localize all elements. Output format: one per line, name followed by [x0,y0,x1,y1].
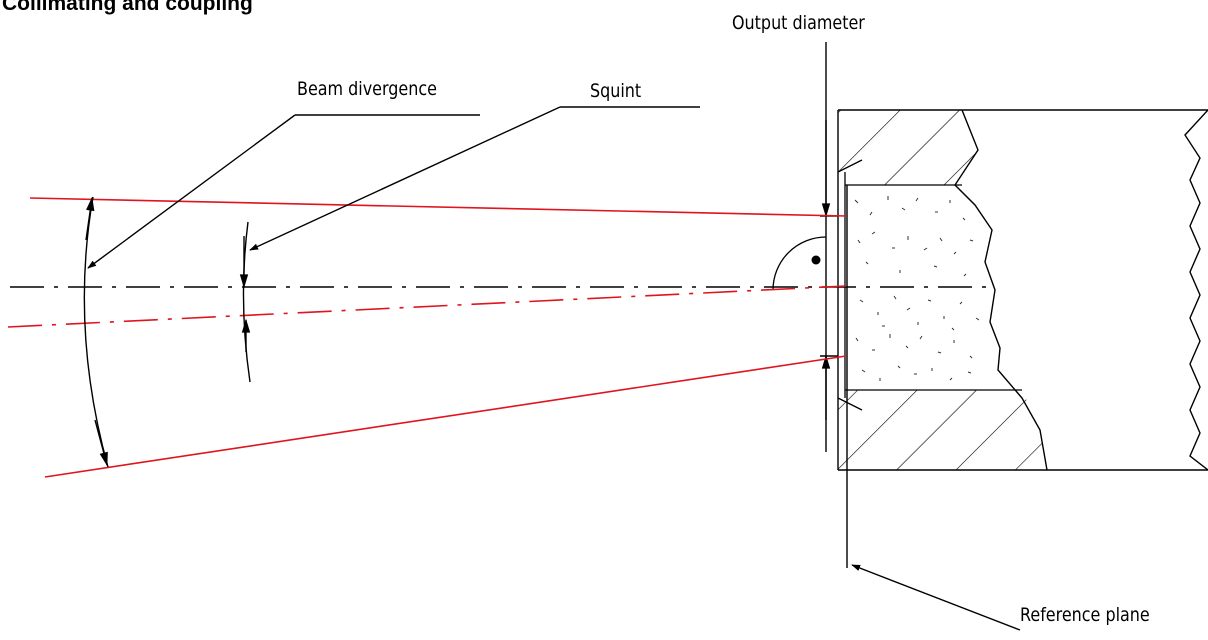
hatched-wall-bottom [838,390,1047,470]
hatched-wall-top [838,110,978,185]
beam-divergence-label: Beam divergence [297,78,437,100]
squint-arc [239,106,700,383]
core-stipple [854,196,980,381]
output-diameter-dimension [820,42,838,452]
beam-envelope [29,197,847,478]
squint-label: Squint [590,80,642,102]
diagram-title: Collimating and coupling [2,0,253,15]
fiber-core [837,159,1022,411]
beam-divergence-arc [83,114,480,468]
reference-plane-label: Reference plane [1020,604,1150,626]
output-diameter-label: Output diameter [732,12,865,34]
beam-axis [7,285,847,328]
right-angle-symbol [772,236,827,291]
reference-plane [846,185,1021,631]
